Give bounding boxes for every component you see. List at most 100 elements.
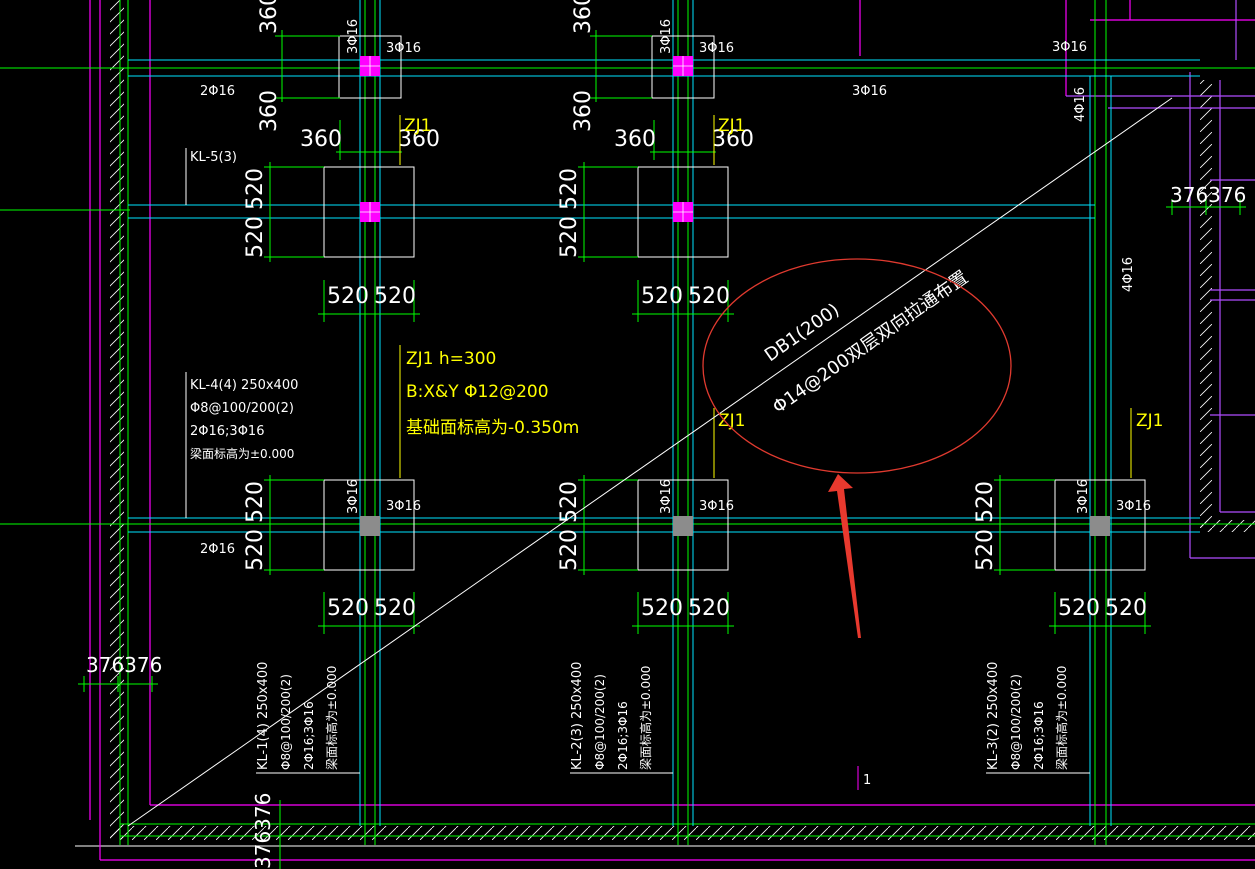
dim-520-h-r2-mid-a: 520 [641, 284, 683, 309]
dim-520-h-r3-left-a: 520 [327, 596, 369, 621]
rebar-3phi16-r3-right-v: 3Φ16 [1076, 479, 1091, 514]
beam-kl1-line2: Φ8@100/200(2) [279, 674, 293, 770]
dimension-texts: 360 360 360 360 360 360 360 360 520 520 … [86, 0, 1246, 869]
rebar-4phi16-right-a: 4Φ16 [1073, 87, 1088, 122]
dim-520-v-r3-left-a: 520 [243, 481, 268, 523]
dim-520-v-r3-mid-a: 520 [557, 481, 582, 523]
beam-kl2-line2: Φ8@100/200(2) [593, 674, 607, 770]
dim-520-v-r3-left-b: 520 [243, 529, 268, 571]
marker-1-label: 1 [863, 773, 871, 788]
dim-520-h-r2-left-b: 520 [374, 284, 416, 309]
pilecap-row3-left[interactable] [323, 479, 415, 571]
rebar-2phi16-r3: 2Φ16 [200, 542, 235, 557]
pilecap-row2-middle[interactable] [637, 166, 729, 258]
dim-520-v-r3-right-a: 520 [973, 481, 998, 523]
rebar-3phi16-r3-left-h: 3Φ16 [386, 499, 421, 514]
dim-376-right: 376376 [1170, 183, 1246, 207]
pilecap-row2-left[interactable] [323, 166, 415, 258]
dim-520-h-r2-left-a: 520 [327, 284, 369, 309]
pilecap-note-line2: B:X&Y Φ12@200 [406, 382, 549, 402]
beam-kl4-line3: 2Φ16;3Φ16 [190, 424, 264, 439]
beam-kl4-line1: KL-4(4) 250x400 [190, 378, 298, 393]
dim-520-h-r3-right-a: 520 [1058, 596, 1100, 621]
rebar-3phi16-top-mid-v: 3Φ16 [659, 19, 674, 54]
hatched-wall-edges [75, 0, 1255, 847]
beam-kl3-line2: Φ8@100/200(2) [1009, 674, 1023, 770]
pilecap-row3-middle[interactable] [637, 479, 729, 571]
beam-kl2-line3: 2Φ16;3Φ16 [616, 701, 630, 770]
red-arrow-icon [828, 474, 861, 638]
beam-kl1-line4: 梁面标高为±0.000 [324, 666, 339, 770]
pilecap-top-middle[interactable] [651, 35, 715, 99]
beam-kl2-line4: 梁面标高为±0.000 [638, 666, 653, 770]
beam-kl4-line2: Φ8@100/200(2) [190, 401, 294, 416]
dim-520-v-r3-right-b: 520 [973, 529, 998, 571]
highlight-ellipse [702, 258, 1012, 474]
beam-label-kl5: KL-5(3) [185, 148, 237, 205]
dim-520-v-r2-left-b: 520 [243, 216, 268, 258]
dim-360-top-middle: 360 [571, 0, 596, 34]
rebar-4phi16-right-b: 4Φ16 [1121, 257, 1136, 292]
beam-label-kl3: KL-3(2) 250x400 Φ8@100/200(2) 2Φ16;3Φ16 … [986, 662, 1090, 774]
rebar-3phi16-top-left-v: 3Φ16 [346, 19, 361, 54]
dim-520-h-r3-mid-a: 520 [641, 596, 683, 621]
pilecap-tag-row3-mid: ZJ1 [718, 411, 745, 431]
rebar-3phi16-top-left-h: 3Φ16 [386, 41, 421, 56]
rebar-3phi16-top-mid-h: 3Φ16 [699, 41, 734, 56]
beam-kl3-line4: 梁面标高为±0.000 [1054, 666, 1069, 770]
rebar-labels: 3Φ16 3Φ16 3Φ16 3Φ16 3Φ16 3Φ16 2Φ16 4Φ16 … [200, 19, 1151, 557]
rebar-3phi16-r3-left-v: 3Φ16 [346, 479, 361, 514]
rebar-3phi16-top-right: 3Φ16 [1052, 40, 1087, 55]
beam-lines [128, 0, 1200, 826]
rebar-3phi16-r3-mid-h: 3Φ16 [699, 499, 734, 514]
dim-360-h-mid-b: 360 [712, 127, 754, 152]
beam-label-kl1: KL-1(4) 250x400 Φ8@100/200(2) 2Φ16;3Φ16 … [256, 662, 360, 774]
beam-label-kl2: KL-2(3) 250x400 Φ8@100/200(2) 2Φ16;3Φ16 … [570, 662, 673, 774]
dim-376-bottom: 376376 [251, 793, 275, 869]
beam-kl1-line1: KL-1(4) 250x400 [256, 662, 271, 770]
dim-360-left-lower: 360 [257, 90, 282, 132]
pilecap-tag-row2-mid: ZJ1 [718, 116, 745, 136]
rebar-2phi16-top: 2Φ16 [200, 84, 235, 99]
slab-label[interactable]: DB1(200) Φ14@200双层双向拉通布置 [761, 267, 972, 418]
dim-520-h-r2-mid-b: 520 [688, 284, 730, 309]
pilecap-note-line3: 基础面标高为-0.350m [406, 418, 579, 438]
pilecap-tags: ZJ1 ZJ1 ZJ1 ZJ1 [404, 116, 1163, 431]
pilecap-note: ZJ1 h=300 B:X&Y Φ12@200 基础面标高为-0.350m [406, 349, 579, 438]
dim-520-h-r3-mid-b: 520 [688, 596, 730, 621]
rebar-3phi16-r3-mid-v: 3Φ16 [659, 479, 674, 514]
dim-360-h-left-a: 360 [300, 127, 342, 152]
beam-kl2-line1: KL-2(3) 250x400 [570, 662, 585, 770]
wall-lines [89, 0, 1255, 861]
rebar-3phi16-top-center: 3Φ16 [852, 84, 887, 99]
slab-diagonal [127, 97, 1173, 827]
dim-376-left: 376376 [86, 653, 162, 677]
dim-520-v-r2-mid-a: 520 [557, 168, 582, 210]
pilecap-note-line1: ZJ1 h=300 [406, 349, 496, 369]
beam-kl5-label: KL-5(3) [190, 150, 237, 165]
pilecap-top-left[interactable] [338, 35, 402, 99]
dim-360-h-mid-a: 360 [614, 127, 656, 152]
beam-kl1-line3: 2Φ16;3Φ16 [302, 701, 316, 770]
dim-360-h-left-b: 360 [398, 127, 440, 152]
axis-grid-lines [0, 0, 1255, 845]
dim-520-v-r2-mid-b: 520 [557, 216, 582, 258]
pilecap-row3-right[interactable] [1054, 479, 1146, 571]
beam-label-kl4: KL-4(4) 250x400 Φ8@100/200(2) 2Φ16;3Φ16 … [185, 372, 298, 518]
red-annotation [702, 258, 1012, 638]
beam-kl3-line1: KL-3(2) 250x400 [986, 662, 1001, 770]
dim-360-top-left: 360 [257, 0, 282, 34]
pilecap-tag-row3-right: ZJ1 [1136, 411, 1163, 431]
pilecap-tag-row2-left: ZJ1 [404, 116, 431, 136]
dim-520-v-r2-left-a: 520 [243, 168, 268, 210]
dim-520-h-r3-left-b: 520 [374, 596, 416, 621]
marker-1: 1 [857, 766, 871, 790]
pilecap-leaders [399, 115, 1132, 478]
dim-520-v-r3-mid-b: 520 [557, 529, 582, 571]
dim-520-h-r3-right-b: 520 [1105, 596, 1147, 621]
rebar-3phi16-r3-right-h: 3Φ16 [1116, 499, 1151, 514]
beam-kl4-line4: 梁面标高为±0.000 [190, 446, 294, 461]
dim-360-middle-lower: 360 [571, 90, 596, 132]
beam-kl3-line3: 2Φ16;3Φ16 [1032, 701, 1046, 770]
